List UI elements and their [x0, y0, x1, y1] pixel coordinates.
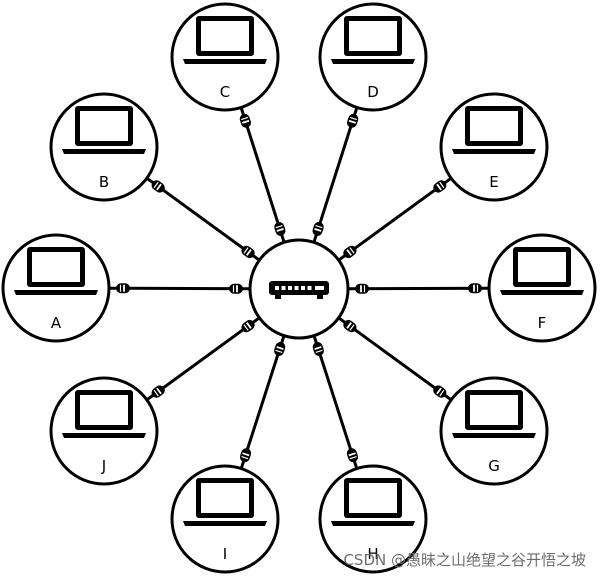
node-label: F: [538, 314, 547, 332]
node-label: C: [220, 83, 230, 101]
node-label: A: [51, 314, 62, 332]
cable-connector-icon: [433, 385, 447, 398]
cable-connector-icon: [239, 448, 252, 463]
laptop-icon: [14, 247, 98, 295]
node-label: D: [367, 83, 379, 101]
cable-connector-icon: [229, 283, 244, 294]
laptop-icon: [500, 247, 584, 295]
node-g: G: [439, 376, 549, 486]
cable-connector-icon: [468, 283, 483, 294]
link-line-i: [239, 335, 286, 470]
cable-connector-icon: [343, 245, 357, 259]
cable-connector-icon: [274, 342, 286, 356]
node-h: H: [318, 464, 428, 574]
laptop-icon: [452, 390, 536, 438]
cable-connector-icon: [115, 283, 130, 294]
node-a: A: [1, 233, 111, 343]
router-switch-icon: [269, 281, 329, 299]
cable-connector-icon: [241, 245, 255, 259]
node-b: B: [49, 92, 159, 202]
link-line-j: [145, 316, 261, 402]
cable-connector-icon: [241, 319, 255, 333]
link-line-a: [108, 286, 251, 291]
node-j: J: [49, 376, 159, 486]
node-label: I: [223, 545, 227, 563]
cable-connector-icon: [151, 385, 165, 398]
cable-connector-icon: [274, 222, 286, 236]
laptop-icon: [62, 390, 146, 438]
laptop-icon: [183, 478, 267, 526]
node-label: H: [367, 545, 378, 563]
cable-connector-icon: [343, 319, 357, 333]
link-line-h: [312, 335, 359, 470]
cable-connector-icon: [312, 222, 324, 236]
laptop-icon: [62, 106, 146, 154]
link-line-d: [312, 107, 359, 243]
hub-node: [248, 238, 350, 340]
node-e: E: [439, 92, 549, 202]
node-d: D: [318, 2, 428, 112]
watermark: CSDN @愚昧之山绝望之谷开悟之坡: [343, 551, 586, 569]
laptop-icon: [452, 106, 536, 154]
node-c: C: [170, 2, 280, 112]
cable-connector-icon: [239, 113, 251, 128]
link-line-e: [337, 176, 453, 262]
node-label: E: [489, 173, 498, 191]
links: [108, 107, 490, 470]
link-line-c: [239, 107, 286, 243]
node-label: J: [101, 457, 106, 475]
cable-connector-icon: [312, 342, 324, 356]
laptop-icon: [331, 16, 415, 64]
link-line-b: [145, 176, 261, 262]
node-label: G: [488, 457, 500, 475]
cable-connector-icon: [346, 448, 359, 463]
node-i: I: [170, 464, 280, 574]
laptop-icon: [183, 16, 267, 64]
cable-connector-icon: [354, 283, 369, 294]
cable-connector-icon: [151, 180, 165, 193]
node-f: F: [487, 233, 597, 343]
link-line-f: [347, 286, 490, 291]
cable-connector-icon: [433, 180, 447, 193]
cable-connector-icon: [347, 113, 359, 128]
node-label: B: [99, 173, 109, 191]
link-line-g: [337, 316, 453, 402]
laptop-icon: [331, 478, 415, 526]
